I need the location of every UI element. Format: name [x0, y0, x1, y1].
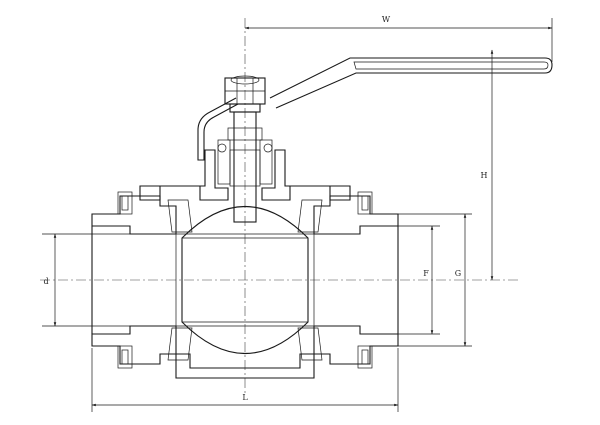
lever-handle [197, 57, 553, 161]
dim-L: L [91, 348, 399, 412]
dim-H: H [481, 49, 494, 281]
dim-label-F: F [423, 269, 429, 278]
dim-F: F [398, 225, 440, 335]
dim-label-H: H [481, 171, 488, 180]
dim-label-L: L [242, 393, 248, 402]
dim-label-d: d [43, 277, 48, 286]
center-lines [40, 18, 520, 395]
dim-d: d [42, 233, 130, 327]
seats [167, 199, 323, 361]
stem [217, 111, 273, 223]
dim-W: W [244, 15, 553, 62]
bolts [117, 191, 373, 369]
dim-label-G: G [455, 269, 461, 278]
dim-label-W: W [382, 15, 391, 24]
valve-body [91, 149, 399, 379]
dim-G: G [398, 213, 472, 347]
ball [181, 206, 309, 354]
